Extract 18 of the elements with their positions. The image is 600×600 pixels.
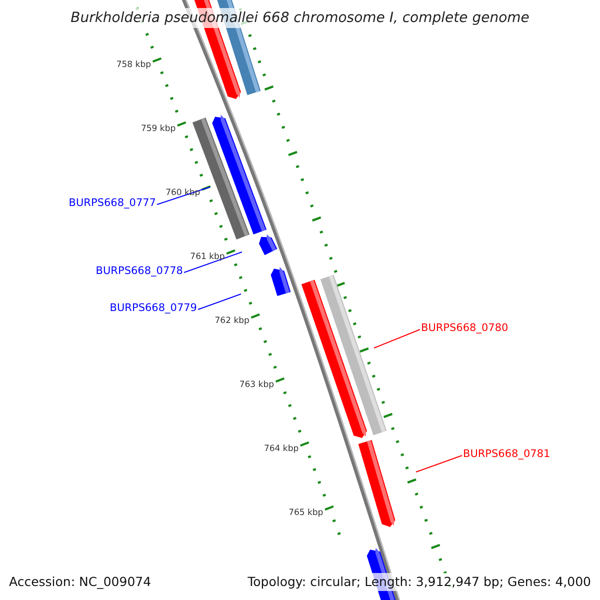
gene-label: BURPS668_0780 [421,322,508,335]
leader-line [184,252,242,273]
leader-line [198,294,242,310]
gene-label: BURPS668_0778 [96,265,183,278]
scale-label: 765 kbp [288,508,324,518]
info-text: Topology: circular; Length: 3,912,947 bp; Genes: 4,000 [246,573,593,591]
gene-label: BURPS668_0781 [463,448,550,461]
scale-label: 764 kbp [264,444,299,454]
scale-label: 758 kbp [116,60,151,70]
leader-line [374,329,420,348]
scale-label: 761 kbp [190,252,225,262]
gene-label: BURPS668_0777 [68,197,156,210]
leader-line [156,186,210,205]
scale-label: 759 kbp [140,124,176,134]
scale-label: 762 kbp [214,316,250,326]
leader-line [416,455,462,472]
scale-label: 763 kbp [239,380,274,390]
gene-label: BURPS668_0779 [110,302,197,315]
